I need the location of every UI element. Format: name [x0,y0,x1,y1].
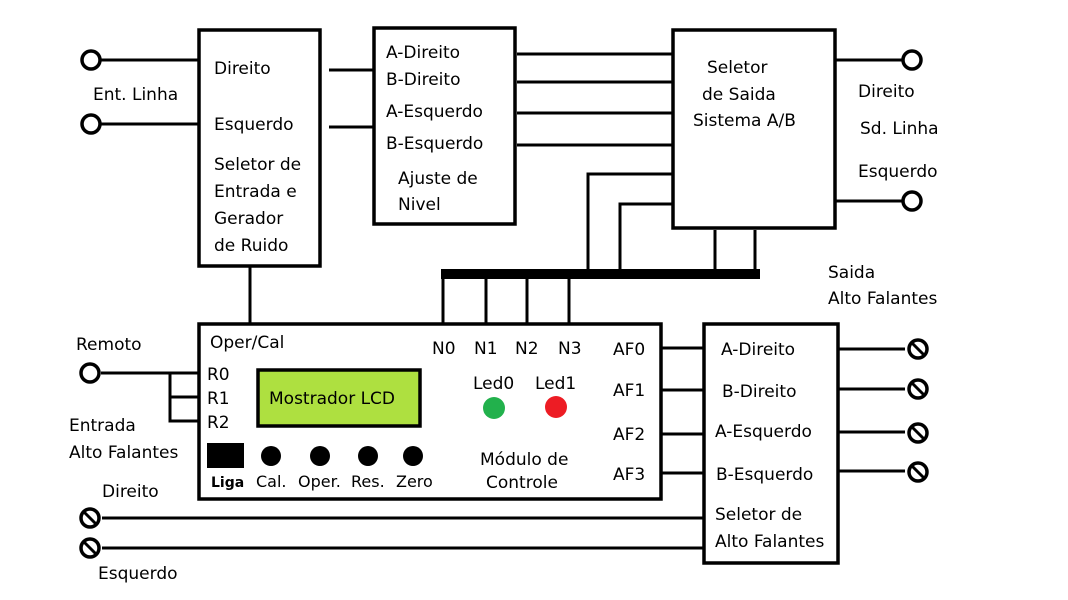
speaker-title-line-1: Alto Falantes [715,532,824,552]
output-title-line-1: de Saida [702,85,776,105]
level-title-line-1: Nivel [398,195,441,215]
n-pin-0: N0 [432,339,456,359]
sd-linha-direito-terminal [901,49,923,71]
n-pin-3: N3 [558,339,582,359]
output-title-line-2: Sistema A/B [693,111,796,131]
res-button-label: Res. [351,472,385,491]
module-title-line-1: Controle [486,473,558,493]
input-selector-block: Direito Esquerdo Seletor de Entrada e Ge… [197,28,322,268]
sd-linha-direito-label: Direito [858,82,915,102]
oper-button-label: Oper. [298,472,341,491]
speaker-output-terminal-2 [907,422,929,444]
lcd-label: Mostrador LCD [269,389,395,409]
led0-green [483,397,505,419]
r-pin-1: R1 [207,389,230,409]
oper-cal-label: Oper/Cal [210,333,284,353]
output-selector-block: Seletor de Saida Sistema A/B [671,28,837,230]
led1-label: Led1 [535,374,576,394]
entrada-alto-falantes-line-1: Alto Falantes [69,443,178,463]
input-title-line-1: Entrada e [214,182,297,202]
speaker-input-esquerdo-terminal [79,537,101,559]
n-pin-1: N1 [474,339,498,359]
input-title-line-2: Gerador [214,209,283,229]
cal-button-label: Cal. [256,472,287,491]
speaker-channel-2: A-Esquerdo [715,422,812,442]
wires [101,52,905,550]
sd-linha-esquerdo-terminal [901,190,923,212]
entrada-alto-falantes-line-0: Entrada [69,416,136,436]
speaker-input-direito-label: Direito [102,482,159,502]
sd-linha-label: Sd. Linha [860,119,939,139]
n-pin-2: N2 [515,339,539,359]
res-button[interactable] [358,446,378,466]
ent-linha-label: Ent. Linha [93,85,178,105]
lcd-display [256,368,422,428]
af-pin-0: AF0 [613,340,645,360]
level-channel-1: B-Direito [386,70,460,90]
af-pin-1: AF1 [613,381,645,401]
speaker-input-direito-terminal [79,507,101,529]
ent-linha-esquerdo-terminal [80,113,102,135]
zero-button[interactable] [403,446,423,466]
input-direito-label: Direito [214,59,271,79]
sd-linha-esquerdo-label: Esquerdo [858,162,938,182]
remoto-label: Remoto [76,335,142,355]
speaker-title-line-0: Seletor de [715,505,802,525]
speaker-channel-1: B-Direito [722,382,796,402]
saida-alto-falantes-line-1: Alto Falantes [828,289,937,309]
level-adjust-block: A-Direito B-Direito A-Esquerdo B-Esquerd… [372,26,517,226]
speaker-output-terminal-3 [907,461,929,483]
remoto-terminal [79,362,101,384]
power-switch[interactable] [207,443,244,468]
speaker-input-esquerdo-label: Esquerdo [98,564,178,584]
af-pin-2: AF2 [613,425,645,445]
speaker-selector-block: A-Direito B-Direito A-Esquerdo B-Esquerd… [702,322,840,565]
control-module-block: Oper/Cal R0 R1 R2 N0 N1 N2 N3 AF0 AF1 AF… [197,322,663,501]
cal-button[interactable] [261,446,281,466]
level-channel-2: A-Esquerdo [386,102,483,122]
input-title-line-3: de Ruido [214,236,288,256]
power-label: Liga [211,475,244,491]
level-channel-3: B-Esquerdo [386,134,483,154]
level-title-line-0: Ajuste de [398,169,478,189]
oper-button[interactable] [310,446,330,466]
af-pin-3: AF3 [613,465,645,485]
speaker-output-terminal-1 [907,378,929,400]
r-pin-2: R2 [207,413,230,433]
speaker-channel-3: B-Esquerdo [716,465,813,485]
speaker-channel-0: A-Direito [721,340,795,360]
output-title-line-0: Seletor [707,58,768,78]
input-esquerdo-label: Esquerdo [214,115,294,135]
led1-red [545,396,567,418]
zero-button-label: Zero [396,472,433,491]
r-pin-0: R0 [207,365,230,385]
ent-linha-direito-terminal [80,49,102,71]
input-title-line-0: Seletor de [214,155,301,175]
terminals [79,49,929,559]
module-title-line-0: Módulo de [480,450,568,470]
led0-label: Led0 [473,374,514,394]
level-channel-0: A-Direito [386,43,460,63]
saida-alto-falantes-line-0: Saida [828,263,875,283]
speaker-output-terminal-0 [907,338,929,360]
